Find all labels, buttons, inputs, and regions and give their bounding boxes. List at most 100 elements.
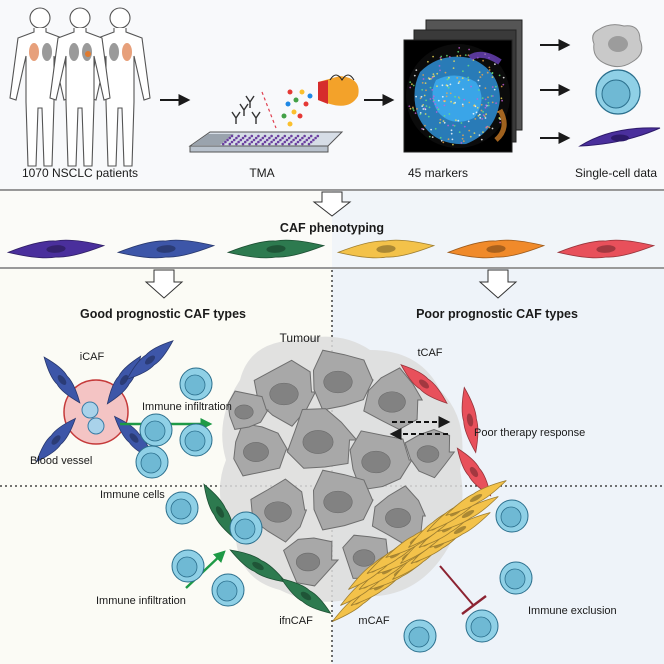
marker-speckle	[458, 131, 461, 134]
immune-cell	[165, 491, 199, 525]
icaf-label: iCAF	[80, 351, 105, 363]
marker-speckle	[409, 107, 412, 110]
caf-phenotype-cell	[336, 239, 436, 259]
marker-speckle	[420, 95, 423, 98]
marker-speckle	[461, 77, 464, 79]
markers-label: 45 markers	[408, 166, 468, 180]
marker-speckle	[454, 95, 456, 98]
marker-speckle	[415, 95, 417, 98]
marker-speckle	[434, 127, 437, 130]
marker-speckle	[436, 72, 439, 75]
immune-cell	[211, 573, 245, 607]
marker-speckle	[458, 80, 461, 83]
immune-cell	[499, 561, 533, 595]
marker-speckle	[421, 82, 424, 84]
tma-core	[237, 140, 240, 144]
tma-core	[254, 136, 258, 140]
marker-speckle	[490, 95, 493, 97]
marker-speckle	[409, 86, 412, 89]
marker-speckle	[431, 89, 434, 91]
marker-speckle	[448, 56, 451, 58]
immune-exclusion-label: Immune exclusion	[528, 605, 617, 617]
marker-speckle	[435, 111, 438, 113]
marker-speckle	[500, 85, 503, 88]
good-title: Good prognostic CAF types	[80, 307, 246, 321]
antibody-icons	[231, 95, 261, 124]
marker-speckle	[451, 138, 454, 141]
marker-speckle	[448, 113, 451, 115]
marker-speckle	[478, 85, 481, 87]
marker-speckle	[457, 119, 460, 122]
marker-speckle	[467, 76, 470, 79]
marker-speckle	[482, 131, 484, 134]
marker-speckle	[421, 105, 424, 107]
tumour-cell	[312, 469, 374, 531]
tumour-label: Tumour	[280, 331, 321, 345]
down-arrow-good	[144, 269, 184, 299]
marker-speckle	[452, 67, 455, 69]
marker-speckle	[443, 100, 446, 103]
laser-icon	[318, 74, 359, 106]
marker-speckle	[502, 83, 505, 86]
caf-phenotype-cell	[226, 239, 326, 259]
tumour-cell	[312, 349, 374, 411]
marker-speckle	[480, 138, 483, 141]
caf-phenotype-cell	[556, 239, 656, 259]
marker-speckle	[469, 135, 472, 138]
marker-speckle	[453, 102, 455, 105]
tma-core	[257, 140, 260, 144]
caf-phenotype-cell	[6, 239, 106, 259]
marker-speckle	[478, 89, 480, 91]
marker-speckle	[424, 113, 427, 115]
marker-speckle	[414, 112, 417, 115]
caf-phenotype-cell	[446, 239, 546, 259]
marker-speckle	[481, 97, 484, 99]
marker-speckle	[446, 92, 448, 94]
tcaf-cell	[461, 386, 479, 454]
ifncaf-cells	[203, 483, 332, 614]
marker-speckle	[491, 86, 494, 88]
tma-core	[270, 140, 273, 144]
marker-speckle	[429, 86, 432, 89]
marker-speckle	[468, 48, 470, 51]
marker-speckle	[487, 104, 490, 107]
marker-speckle	[438, 65, 441, 67]
fibroblast-icon	[578, 127, 661, 147]
marker-speckle	[434, 103, 437, 105]
tma-core	[250, 140, 254, 144]
marker-speckle	[484, 117, 487, 119]
marker-speckle	[409, 81, 412, 83]
marker-speckle	[439, 121, 441, 124]
marker-speckle	[427, 77, 430, 79]
marker-speckle	[485, 104, 487, 107]
immune-cell	[135, 445, 169, 479]
tma-core	[261, 142, 265, 146]
ifncaf-label: ifnCAF	[279, 615, 313, 627]
poor-title: Poor prognostic CAF types	[416, 307, 578, 321]
tma-core	[228, 136, 232, 140]
tma-core	[309, 134, 313, 138]
tumour-cell	[233, 422, 289, 477]
marker-speckle	[458, 97, 461, 100]
tumour-cell	[253, 359, 317, 427]
marker-speckle	[447, 124, 449, 127]
marker-speckle	[449, 92, 452, 95]
tumour-cell-icon	[592, 24, 643, 68]
marker-speckle	[470, 85, 472, 88]
immune-cells	[135, 367, 533, 653]
tma-core	[276, 134, 280, 138]
tumour-cell	[349, 430, 413, 491]
marker-speckle	[440, 139, 443, 142]
marker-speckle	[502, 76, 505, 79]
immune-cells-label: Immune cells	[100, 489, 165, 501]
marker-speckle	[422, 78, 425, 80]
immune-cell	[403, 619, 437, 653]
poor-therapy-label: Poor therapy response	[474, 427, 585, 439]
marker-speckle	[424, 124, 426, 127]
marker-speckle	[467, 64, 470, 67]
marker-speckle	[458, 47, 461, 49]
marker-speckle	[425, 89, 427, 92]
marker-speckle	[479, 76, 482, 78]
tma-core	[250, 134, 254, 138]
infiltration-arrow-bottom	[185, 550, 226, 589]
